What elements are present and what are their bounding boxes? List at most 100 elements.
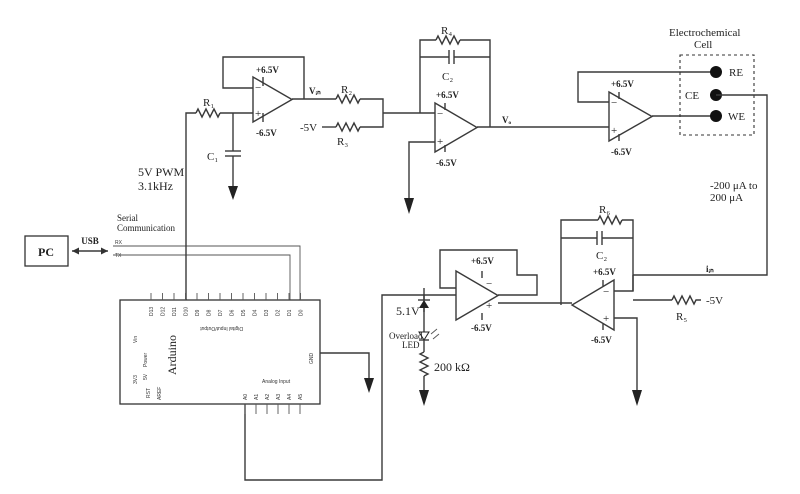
pwm-wire — [185, 112, 196, 300]
r1-label: R₁ — [203, 97, 214, 109]
tx-label: TX — [115, 253, 122, 259]
opamp3-minus: − — [611, 97, 617, 109]
r2-label: R₂ — [341, 84, 352, 96]
r3-label: R₃ — [337, 136, 348, 148]
aref-pin-label: AREF — [157, 387, 163, 400]
r4-resistor — [435, 34, 461, 46]
neg5v-b-label: -5V — [706, 295, 723, 307]
r6-resistor — [597, 214, 623, 226]
overload-led — [418, 328, 440, 341]
opamp2-pos-supply: +6.5V — [436, 90, 459, 100]
usb-arrow — [72, 247, 108, 255]
pc-box — [24, 235, 69, 267]
arduino-board — [119, 299, 321, 405]
r6-left-wire — [560, 219, 598, 305]
opamp5-plus: + — [486, 300, 492, 312]
digital-pin-label: D11 — [172, 307, 178, 316]
opamp-2 — [434, 101, 479, 154]
analog-pin-label: A0 — [243, 394, 249, 400]
c2-top-capacitor — [448, 50, 455, 64]
digital-pin-label: D1 — [287, 309, 293, 316]
digital-pin-label: D6 — [230, 309, 236, 316]
opamp2-neg-supply: -6.5V — [436, 158, 457, 168]
opamp-1 — [252, 75, 294, 124]
rst-pin-label: RST — [146, 388, 152, 398]
opamp4-minus: − — [603, 286, 609, 298]
analog-pin-label: A5 — [298, 394, 304, 400]
re-label: RE — [729, 67, 743, 79]
pwm-label-1: 5V PWM — [138, 165, 184, 179]
digital-pin-label: D9 — [195, 309, 201, 316]
zener-label: 5.1V — [396, 304, 420, 318]
opamp4-plus: + — [603, 313, 609, 325]
digital-pin-label: D3 — [264, 309, 270, 316]
analog-input-label: Analog Input — [262, 379, 291, 385]
output-to-a0-wire — [244, 294, 424, 481]
opamp-4 — [570, 278, 615, 332]
digital-pin-label: D13 — [149, 307, 155, 316]
analog-pin-label: A2 — [265, 394, 271, 400]
digital-pin-label: D4 — [253, 309, 259, 316]
opamp3-plus: + — [611, 125, 617, 137]
r200k-resistor — [418, 351, 430, 377]
r5-label: R₅ — [676, 311, 687, 323]
zener-node-wire — [423, 294, 456, 312]
r6-label: R₆ — [599, 204, 610, 216]
digital-pin-label: D0 — [299, 309, 305, 316]
digital-io-label: Digital Input/Output — [200, 325, 243, 331]
opamp4-pos-supply: +6.5V — [593, 267, 616, 277]
arduino-gnd-wire — [320, 352, 374, 393]
c2-top-label: C₂ — [442, 71, 453, 83]
c1-ground-arrow — [228, 156, 238, 200]
c2-bottom-capacitor — [596, 231, 603, 245]
iin-to-opamp4 — [614, 275, 634, 292]
vin-label: Vᵢₙ — [309, 86, 321, 96]
opamp2-ground-arrow — [404, 141, 435, 214]
rx-label: RX — [115, 240, 123, 246]
pwm-label-2: 3.1kHz — [138, 179, 173, 193]
iin-label: iᵢₙ — [706, 264, 714, 274]
opamp1-feedback — [222, 56, 305, 99]
arduino-label: Arduino — [165, 335, 179, 375]
cell-label-2: Cell — [694, 39, 712, 51]
c1-capacitor — [225, 150, 241, 157]
neg5v-a-label: -5V — [300, 122, 317, 134]
vo-label: Vₒ — [502, 115, 511, 125]
led-ground-arrow — [419, 376, 429, 406]
usb-label: USB — [81, 236, 99, 246]
opamp5-feedback — [439, 249, 538, 296]
opamp2-minus: − — [437, 108, 443, 120]
digital-pin-label: D8 — [207, 309, 213, 316]
r6-right-wire — [622, 219, 634, 291]
led-label-2: LED — [402, 340, 420, 350]
opamp5-pos-supply: +6.5V — [471, 256, 494, 266]
re-feedback-wire — [577, 71, 716, 103]
opamp5-neg-supply: -6.5V — [471, 323, 492, 333]
analog-pin-label: A3 — [276, 394, 282, 400]
summing-node — [360, 98, 384, 128]
we-electrode — [710, 110, 722, 122]
r3-resistor — [335, 121, 361, 133]
opamp3-neg-supply: -6.5V — [611, 147, 632, 157]
opamp1-neg-supply: -6.5V — [256, 128, 277, 138]
v5-pin-label: 5V — [143, 373, 149, 380]
digital-pin-header — [150, 293, 301, 300]
we-label: WE — [728, 111, 745, 123]
ce-current-wire — [633, 94, 768, 276]
cell-label-1: Electrochemical — [669, 27, 740, 39]
led-label-1: Overload — [389, 331, 423, 341]
r4-label: R₄ — [441, 25, 452, 37]
pc-label: PC — [38, 245, 54, 259]
analog-pin-header — [244, 404, 301, 414]
tx-wire — [113, 254, 291, 300]
gnd-pin-label: GND — [309, 353, 315, 365]
c1-label: C₁ — [207, 151, 218, 163]
r1-resistor — [195, 107, 221, 119]
opamp4-neg-supply: -6.5V — [591, 335, 612, 345]
digital-pin-label: D5 — [241, 309, 247, 316]
r4-right-wire — [460, 39, 491, 127]
r4-left-wire — [419, 39, 436, 113]
v33-pin-label: 3V3 — [133, 375, 139, 384]
